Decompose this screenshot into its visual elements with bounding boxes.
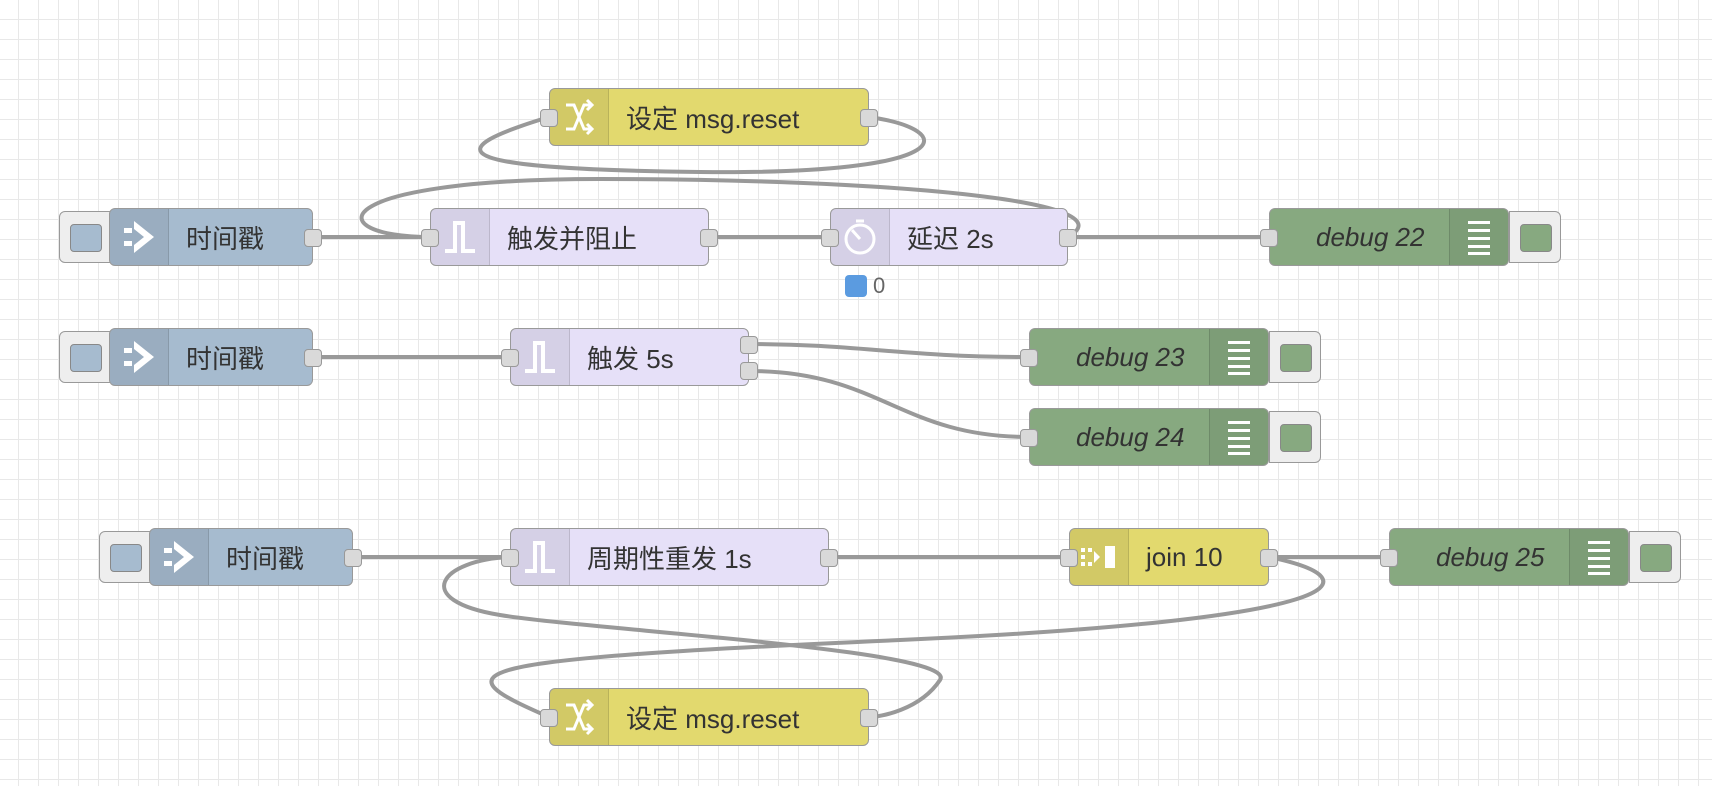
status-badge: 0 (845, 273, 885, 299)
join-node-10[interactable]: join 10 (1060, 528, 1278, 586)
input-port[interactable] (1260, 229, 1278, 247)
debug-node-22[interactable]: debug 22 (1260, 208, 1509, 266)
output-port-1[interactable] (740, 336, 758, 354)
debug-node-25[interactable]: debug 25 (1380, 528, 1629, 586)
list-icon (1209, 329, 1268, 385)
node-label: debug 24 (1076, 421, 1185, 452)
join-icon (1070, 529, 1129, 585)
node-label: 时间戳 (186, 343, 265, 374)
inject-node-2[interactable]: 时间戳 (109, 328, 322, 386)
debug-toggle-button[interactable] (1269, 411, 1321, 463)
wire (748, 342, 1030, 359)
inject-button[interactable] (99, 531, 151, 583)
debug-toggle-button[interactable] (1629, 531, 1681, 583)
debug-toggle-button[interactable] (1509, 211, 1561, 263)
debug-node-23[interactable]: debug 23 (1020, 328, 1269, 386)
input-port[interactable] (501, 349, 519, 367)
change-node-top[interactable]: 设定 msg.reset (540, 88, 878, 146)
pulse-icon (511, 329, 570, 385)
trigger-node-block[interactable]: 触发并阻止 (421, 208, 718, 266)
output-port[interactable] (304, 229, 322, 247)
node-label: 触发 5s (587, 343, 674, 374)
input-port[interactable] (1060, 549, 1078, 567)
node-label: debug 22 (1316, 221, 1425, 252)
output-port[interactable] (820, 549, 838, 567)
list-icon (1209, 409, 1268, 465)
node-label: 时间戳 (186, 223, 265, 254)
node-label: debug 23 (1076, 341, 1185, 372)
output-port[interactable] (1260, 549, 1278, 567)
inject-button[interactable] (59, 211, 111, 263)
list-icon (1449, 209, 1508, 265)
input-port[interactable] (1380, 549, 1398, 567)
shuffle-icon (550, 89, 609, 145)
output-port-2[interactable] (740, 362, 758, 380)
output-port[interactable] (304, 349, 322, 367)
node-label: 触发并阻止 (507, 223, 638, 254)
wire (442, 555, 943, 719)
arrow-right-icon (110, 209, 169, 265)
node-label: 设定 msg.reset (626, 703, 800, 734)
input-port[interactable] (540, 709, 558, 727)
shuffle-icon (550, 689, 609, 745)
node-label: 周期性重发 1s (587, 543, 752, 574)
inject-node-1[interactable]: 时间戳 (109, 208, 322, 266)
pulse-icon (511, 529, 570, 585)
wire (489, 555, 1326, 719)
inject-button[interactable] (59, 331, 111, 383)
input-port[interactable] (540, 109, 558, 127)
input-port[interactable] (1020, 429, 1038, 447)
change-node-bottom[interactable]: 设定 msg.reset (540, 688, 878, 746)
input-port[interactable] (501, 549, 519, 567)
node-label: 时间戳 (226, 543, 305, 574)
output-port[interactable] (344, 549, 362, 567)
wire (478, 115, 926, 175)
input-port[interactable] (821, 229, 839, 247)
debug-toggle-button[interactable] (1269, 331, 1321, 383)
pulse-icon (431, 209, 490, 265)
node-label: 延迟 2s (907, 223, 994, 254)
input-port[interactable] (421, 229, 439, 247)
trigger-node-5s[interactable]: 触发 5s (501, 328, 758, 386)
status-dot (845, 275, 867, 297)
output-port[interactable] (860, 709, 878, 727)
input-port[interactable] (1020, 349, 1038, 367)
arrow-right-icon (150, 529, 209, 585)
trigger-node-repeat[interactable]: 周期性重发 1s (501, 528, 838, 586)
timer-icon (831, 209, 890, 265)
output-port[interactable] (1059, 229, 1077, 247)
node-label: debug 25 (1436, 541, 1545, 572)
output-port[interactable] (700, 229, 718, 247)
list-icon (1569, 529, 1628, 585)
delay-node-2s[interactable]: 延迟 2s (821, 208, 1077, 266)
debug-node-24[interactable]: debug 24 (1020, 408, 1269, 466)
node-label: join 10 (1146, 541, 1223, 572)
wire (748, 369, 1030, 439)
arrow-right-icon (110, 329, 169, 385)
status-text: 0 (873, 273, 886, 298)
inject-node-3[interactable]: 时间戳 (149, 528, 362, 586)
output-port[interactable] (860, 109, 878, 127)
node-label: 设定 msg.reset (626, 103, 800, 134)
